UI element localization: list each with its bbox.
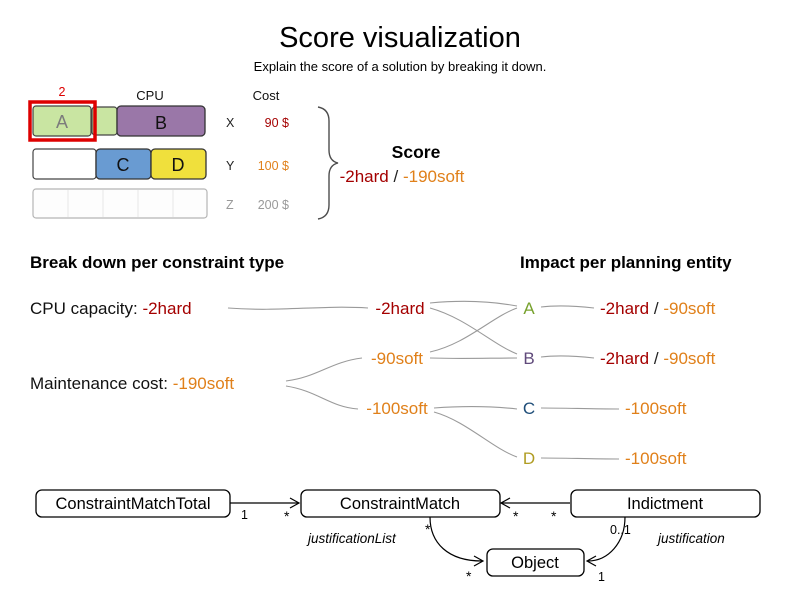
page-subtitle: Explain the score of a solution by break… (254, 59, 547, 74)
score-hard-part: -2hard (340, 167, 389, 186)
link-entity-a-to-score (540, 305, 595, 309)
process-block-a (32, 105, 92, 137)
assoc-cmt-to-cm-arrow (289, 497, 301, 509)
score-soft-part: -190soft (403, 167, 465, 186)
curly-brace (317, 106, 339, 220)
process-block-d-label: D (172, 155, 185, 175)
process-block-c-label: C (117, 155, 130, 175)
breakdown-heading: Break down per constraint type (30, 253, 284, 272)
total-soft-90: -90soft (371, 349, 423, 368)
link-hard-to-entity-a (429, 300, 518, 307)
uml-diagram: ConstraintMatchTotal ConstraintMatch Ind… (35, 489, 761, 584)
class-name-object: Object (511, 554, 559, 572)
machine-x-label: X (226, 116, 235, 130)
total-hard: -2hard (375, 299, 424, 318)
constraint-maintenance-value: -190soft (173, 374, 235, 393)
class-name-constraintmatchtotal: ConstraintMatchTotal (56, 495, 211, 513)
link-entity-b-to-score (540, 355, 595, 359)
class-box-object (486, 548, 585, 577)
connector-lines (227, 300, 620, 460)
breakdown-section: Break down per constraint type CPU capac… (30, 253, 428, 418)
page-title: Score visualization (279, 22, 521, 54)
role-justificationlist: justificationList (306, 531, 397, 546)
link-maintenance-to-100soft (285, 385, 359, 410)
score-label: Score (392, 142, 441, 162)
machine-z-cost: 200 $ (258, 198, 289, 212)
machine-y-free-slot (32, 148, 97, 180)
entity-d-score: -100soft (625, 449, 687, 468)
score-summary: Score -2hard / -190soft (317, 106, 465, 220)
total-soft-100: -100soft (366, 399, 428, 418)
violation-count-badge: 2 (59, 85, 66, 99)
multiplicity-justificationlist-target: * (466, 568, 472, 584)
score-value: -2hard / -190soft (340, 167, 465, 186)
class-name-constraintmatch: ConstraintMatch (340, 495, 460, 513)
assoc-indictment-to-cm-arrow (499, 497, 511, 509)
process-block-b (116, 105, 206, 137)
machine-x-cost: 90 $ (265, 116, 289, 130)
link-100soft-to-entity-c (433, 406, 518, 410)
multiplicity-indictment: * (551, 508, 557, 524)
entity-b-letter: B (523, 349, 534, 368)
entity-c-letter: C (523, 399, 535, 418)
machine-usage-diagram: CPU Cost A B 2 X 90 $ C D Y 100 $ Z 200 … (28, 85, 289, 219)
constraint-cpu-label: CPU capacity: (30, 299, 142, 318)
multiplicity-justificationlist-source: * (425, 521, 431, 537)
link-100soft-to-entity-d (433, 411, 518, 458)
entity-b-score: -2hard / -90soft (600, 349, 716, 368)
machine-z-gridlines (67, 190, 174, 217)
cost-column-header: Cost (253, 88, 280, 103)
link-90soft-to-entity-a (429, 307, 518, 353)
process-block-a-label: A (56, 112, 68, 132)
entity-a-letter: A (523, 299, 535, 318)
assoc-indictment-to-object (587, 516, 626, 562)
multiplicity-justification-source: 0..1 (610, 523, 631, 537)
cpu-column-header: CPU (136, 88, 163, 103)
constraint-cpu-capacity: CPU capacity: -2hard (30, 299, 192, 318)
entity-a-soft: -90soft (663, 299, 715, 318)
entity-b-slash: / (654, 349, 659, 368)
constraint-maintenance: Maintenance cost: -190soft (30, 374, 234, 393)
score-slash: / (393, 167, 398, 186)
machine-y-cost: 100 $ (258, 159, 289, 173)
multiplicity-justification-target: 1 (598, 570, 605, 584)
entity-d-letter: D (523, 449, 535, 468)
impact-section: Impact per planning entity A B C D -2har… (520, 253, 732, 468)
entity-b-soft: -90soft (663, 349, 715, 368)
link-maintenance-to-90soft (285, 357, 363, 382)
constraint-maintenance-label: Maintenance cost: (30, 374, 173, 393)
entity-a-score: -2hard / -90soft (600, 299, 716, 318)
machine-z-label: Z (226, 198, 234, 212)
role-justification: justification (656, 531, 725, 546)
multiplicity-cmt: 1 (241, 508, 248, 522)
assoc-cm-to-object (429, 516, 483, 562)
assoc-cm-to-object-arrow (473, 555, 485, 567)
class-box-constraintmatch (300, 489, 501, 518)
entity-a-hard: -2hard (600, 299, 649, 318)
process-block-d (150, 148, 207, 180)
assoc-indictment-to-object-arrow (585, 555, 597, 567)
entity-c-score: -100soft (625, 399, 687, 418)
class-box-indictment (570, 489, 761, 518)
constraint-cpu-value: -2hard (142, 299, 191, 318)
multiplicity-cm-left: * (284, 508, 290, 524)
class-box-constraintmatchtotal (35, 489, 231, 518)
impact-heading: Impact per planning entity (520, 253, 732, 272)
multiplicity-cm-right: * (513, 508, 519, 524)
link-entity-c-to-score (540, 407, 620, 410)
violation-highlight-box (28, 100, 97, 142)
link-cpu-to-hard (227, 306, 369, 310)
entity-b-hard: -2hard (600, 349, 649, 368)
machine-z-empty-track (32, 188, 208, 219)
class-name-indictment: Indictment (627, 495, 704, 513)
link-entity-d-to-score (540, 457, 620, 460)
process-block-b-label: B (155, 113, 167, 133)
machine-y-label: Y (226, 159, 235, 173)
entity-a-slash: / (654, 299, 659, 318)
